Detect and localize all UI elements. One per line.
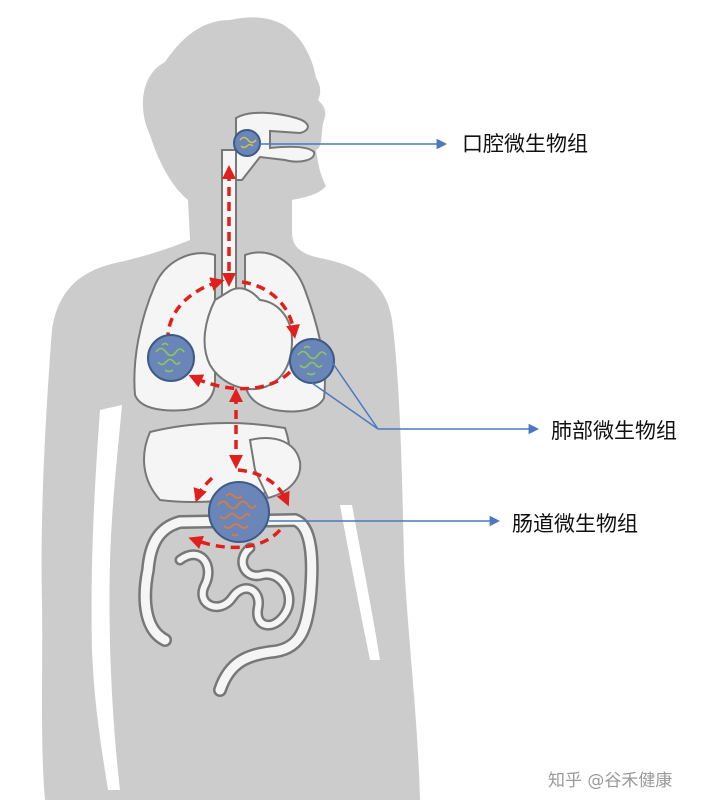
left-arm-gap [91,405,122,790]
lung-arc-arrow-right [241,280,300,339]
left-lung-microbiome-circle [147,334,195,382]
gut-lower-arc-arrow [188,528,282,550]
right-arm-gap [340,505,380,660]
gut-microbiome-circle [208,481,270,543]
oral-microbiome-circle [233,129,261,157]
gut-arc-arrow-right [237,468,290,507]
stomach [248,437,302,500]
gut-microbiome-label: 肠道微生物组 [512,512,638,536]
oral-cavity [235,111,316,181]
lung-pointer-line-upper [331,361,379,430]
watermark: 知乎 @谷禾健康 [548,771,673,791]
heart [203,287,294,391]
lung-lower-arc-arrow [188,370,292,391]
small-intestine-inner [177,545,293,629]
right-lung-microbiome-circle [289,338,335,384]
large-intestine-inner [140,515,317,695]
lung-microbiome-label: 肺部微生物组 [551,419,677,443]
oral-microbiome-label: 口腔微生物组 [462,132,588,156]
gut-arc-arrow-left [193,476,214,503]
lung-arc-arrow-left [166,277,225,336]
lung-pointer-line-lower [311,382,379,430]
